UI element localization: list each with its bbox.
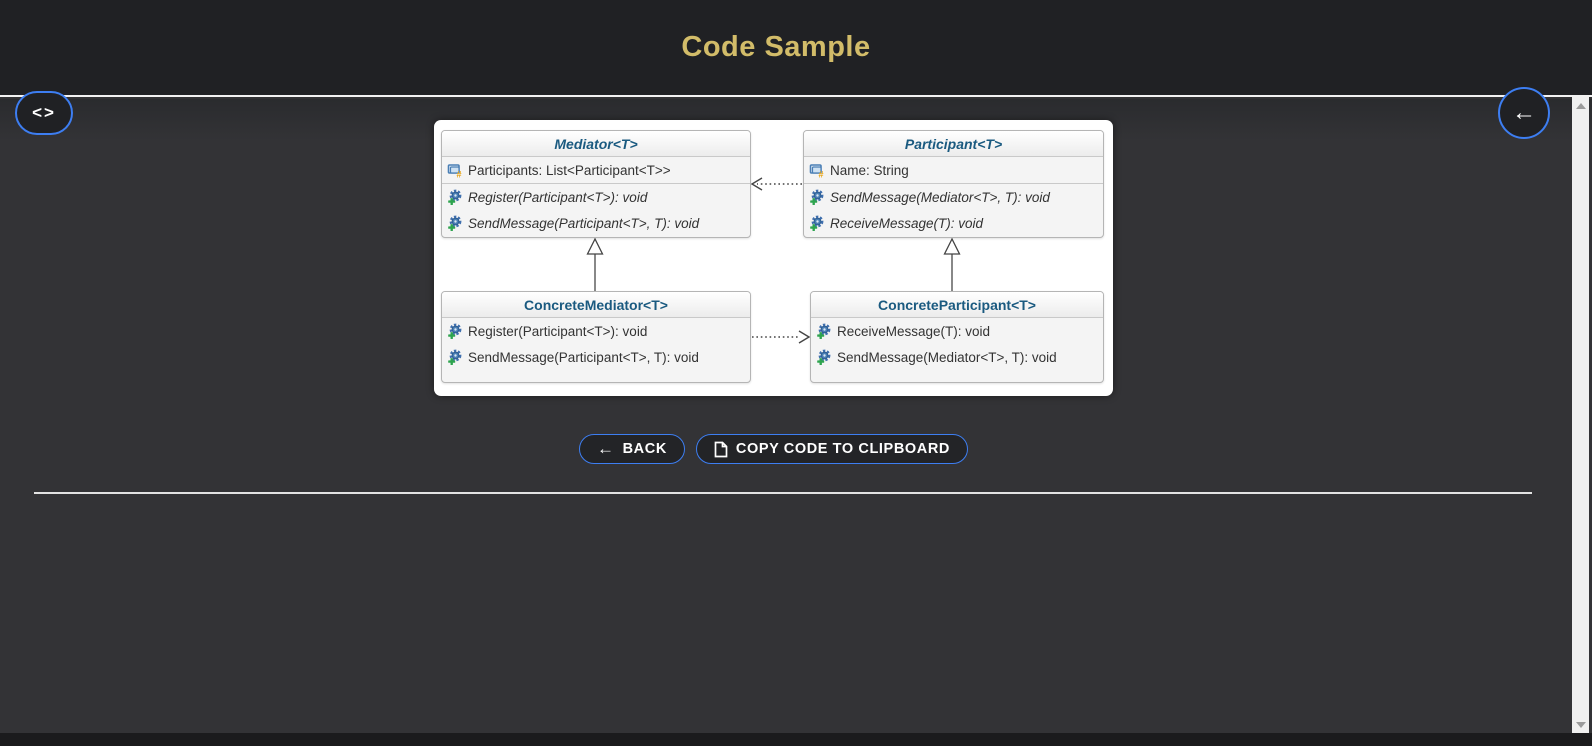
class-method: SendMessage(Mediator<T>, T): void (804, 184, 1103, 210)
method-icon (810, 215, 824, 231)
class-field: # Participants: List<Participant<T>> (442, 157, 750, 183)
field-icon: # (809, 163, 824, 178)
class-title: Participant<T> (804, 131, 1103, 157)
class-box-concrete-mediator: ConcreteMediator<T> Register(Participant… (441, 291, 751, 383)
inheritance-triangle-mediator (586, 237, 604, 255)
uml-diagram-panel: Mediator<T> # Participants: List<Particip… (434, 120, 1113, 396)
class-method-label: ReceiveMessage(T): void (837, 323, 991, 339)
class-title: ConcreteParticipant<T> (811, 292, 1103, 318)
class-method-label: SendMessage(Participant<T>, T): void (468, 349, 699, 365)
class-method-label: SendMessage(Mediator<T>, T): void (830, 189, 1050, 205)
vertical-scrollbar[interactable] (1572, 97, 1589, 733)
class-method-label: SendMessage(Mediator<T>, T): void (837, 349, 1057, 365)
class-method-label: ReceiveMessage(T): void (830, 215, 984, 231)
dependency-arrowhead-left (750, 177, 763, 191)
class-field: # Name: String (804, 157, 1103, 183)
class-method: SendMessage(Mediator<T>, T): void (811, 344, 1103, 370)
code-view-toggle-button[interactable]: <> (15, 91, 73, 135)
class-box-participant: Participant<T> # Name: String SendMessage… (803, 130, 1104, 238)
method-icon (448, 323, 462, 339)
class-method-label: Register(Participant<T>): void (468, 189, 648, 205)
class-method-label: Register(Participant<T>): void (468, 323, 648, 339)
class-fields: # Participants: List<Participant<T>> (442, 157, 750, 184)
class-method: SendMessage(Participant<T>, T): void (442, 210, 750, 236)
dependency-arrowhead-right (798, 330, 811, 344)
class-method: SendMessage(Participant<T>, T): void (442, 344, 750, 370)
app-header: Code Sample (0, 0, 1592, 97)
main-content: Mediator<T> # Participants: List<Particip… (0, 99, 1592, 733)
horizontal-divider (34, 492, 1532, 494)
bottom-edge-strip (0, 733, 1592, 746)
back-arrow-icon: ← (1512, 99, 1536, 126)
class-field-label: Participants: List<Participant<T>> (468, 162, 671, 178)
back-button[interactable]: ← BACK (579, 434, 685, 464)
back-circle-button[interactable]: ← (1498, 87, 1550, 139)
copy-code-button-label: COPY CODE TO CLIPBOARD (735, 441, 950, 457)
method-icon (448, 189, 462, 205)
uml-connectors (586, 177, 961, 344)
class-box-mediator: Mediator<T> # Participants: List<Particip… (441, 130, 751, 238)
class-title: Mediator<T> (442, 131, 750, 157)
inheritance-triangle-participant (943, 237, 961, 255)
svg-text:#: # (457, 169, 462, 178)
back-button-label: BACK (622, 441, 667, 457)
scroll-down-icon[interactable] (1572, 716, 1589, 733)
class-method: Register(Participant<T>): void (442, 318, 750, 344)
back-arrow-icon: ← (597, 439, 615, 458)
method-icon (448, 349, 462, 365)
method-icon (817, 323, 831, 339)
action-buttons-row: ← BACK COPY CODE TO CLIPBOARD (0, 434, 1547, 464)
class-field-label: Name: String (830, 162, 909, 178)
method-icon (817, 349, 831, 365)
class-title: ConcreteMediator<T> (442, 292, 750, 318)
class-method: ReceiveMessage(T): void (811, 318, 1103, 344)
method-icon (448, 215, 462, 231)
copy-code-button[interactable]: COPY CODE TO CLIPBOARD (695, 434, 968, 464)
page-title: Code Sample (681, 31, 871, 63)
class-fields: # Name: String (804, 157, 1103, 184)
scroll-up-icon[interactable] (1572, 97, 1589, 114)
class-method: Register(Participant<T>): void (442, 184, 750, 210)
copy-document-icon (714, 441, 728, 457)
svg-text:#: # (819, 169, 824, 178)
class-box-concrete-participant: ConcreteParticipant<T> ReceiveMessage(T)… (810, 291, 1104, 383)
method-icon (810, 189, 824, 205)
class-method: ReceiveMessage(T): void (804, 210, 1103, 236)
code-icon: <> (32, 103, 56, 122)
class-method-label: SendMessage(Participant<T>, T): void (468, 215, 700, 231)
field-icon: # (447, 163, 462, 178)
